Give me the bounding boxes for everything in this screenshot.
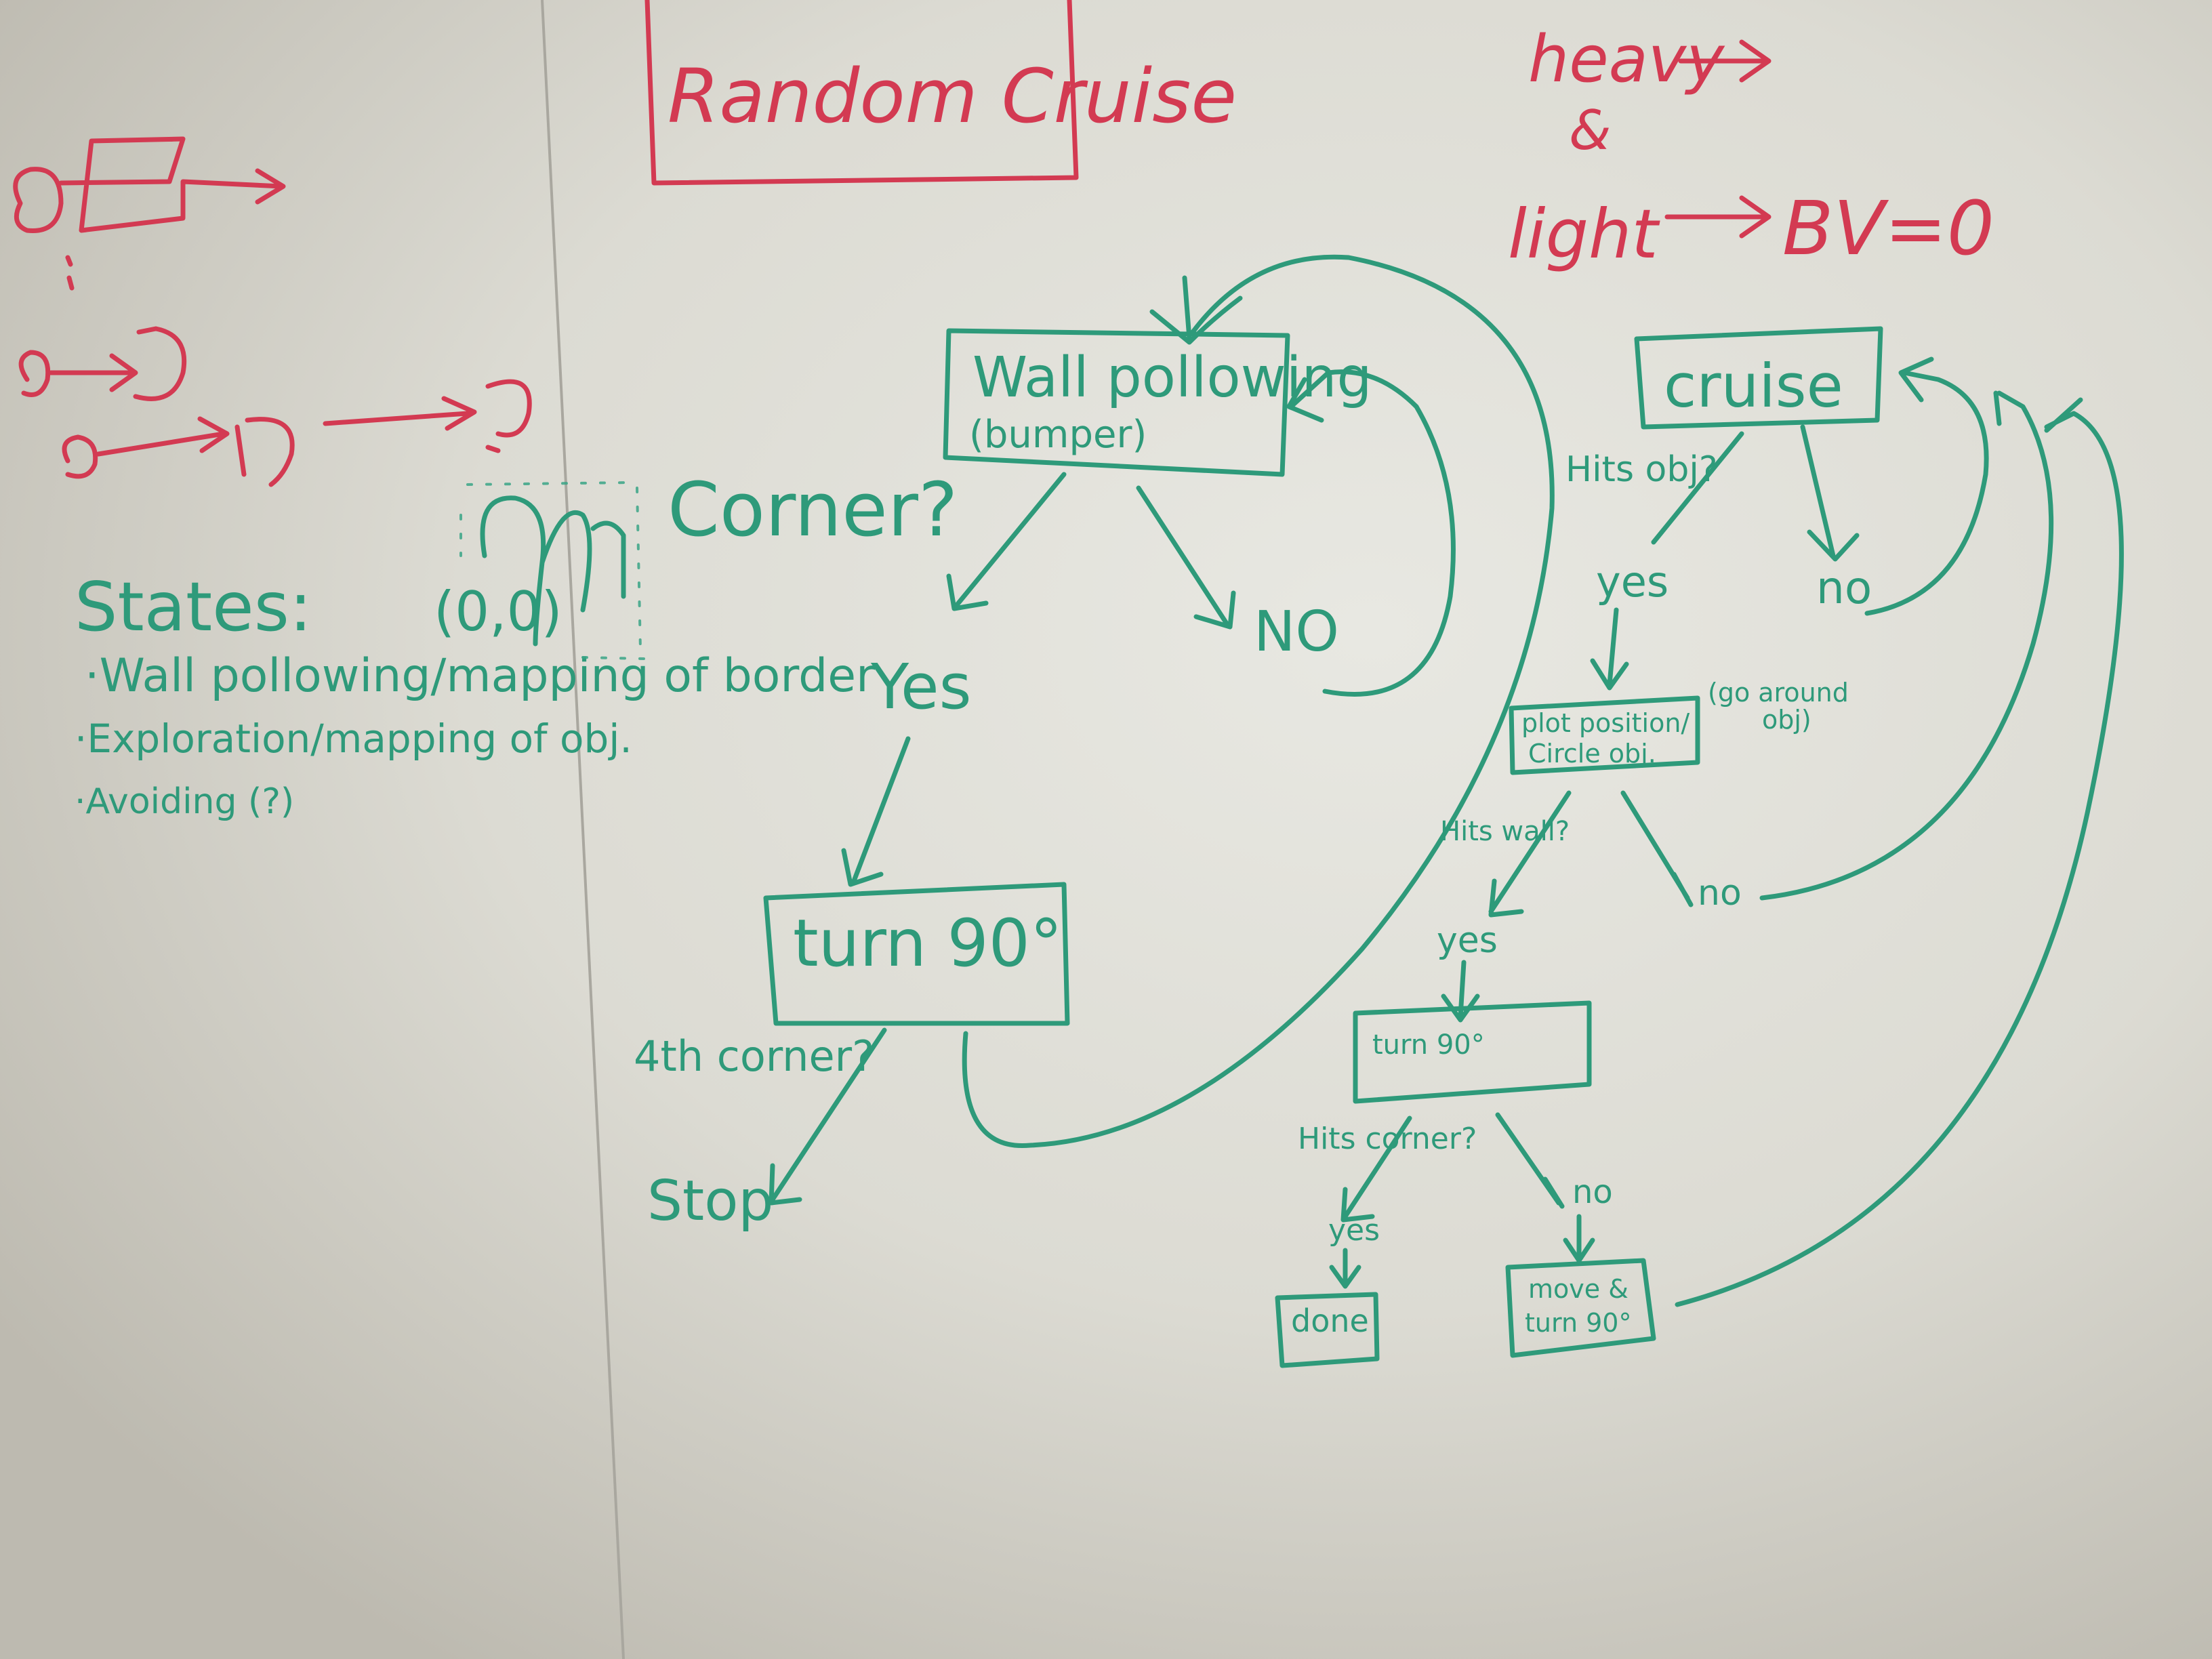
arrow-yes-to-plot bbox=[1590, 607, 1629, 691]
legend-result: BV=0 bbox=[1782, 185, 1994, 272]
arrow-cruise-to-yes bbox=[1651, 431, 1744, 545]
title-text: Random Cruise bbox=[668, 53, 1237, 140]
arrow-turn-to-yes bbox=[1340, 1115, 1412, 1223]
turn-label-small: turn 90° bbox=[1372, 1029, 1485, 1061]
no-loop-back bbox=[1286, 369, 1456, 697]
arrow-plot-to-no bbox=[1620, 790, 1694, 907]
arrow-to-yes bbox=[946, 472, 1067, 611]
arrow-to-no bbox=[1136, 485, 1236, 630]
yes-label: Yes bbox=[870, 651, 972, 723]
fourth-corner-label: 4th corner? bbox=[634, 1031, 874, 1081]
stop-label: Stop bbox=[647, 1169, 773, 1233]
go-around-line1: (go around bbox=[1708, 678, 1849, 708]
arrow-right-icon bbox=[1664, 195, 1771, 239]
go-around-line2: obj) bbox=[1762, 705, 1811, 735]
arrow-into-wall-following bbox=[1149, 275, 1243, 345]
no-loop-to-cruise bbox=[1864, 356, 1989, 616]
left-flow: Wall pollowing (bumper) Yes NO turn 90° … bbox=[634, 254, 1555, 1233]
arrow-no3-to-move bbox=[1563, 1214, 1595, 1263]
right-flow: cruise Hits obj? yes no plot position/ C… bbox=[1275, 326, 2124, 1368]
robot-sketch-2 bbox=[18, 326, 187, 401]
robot-sketch-dots bbox=[65, 255, 75, 291]
plot-position-box bbox=[1509, 695, 1700, 775]
move-line1: move & bbox=[1528, 1274, 1629, 1304]
states-item-3: ·Avoiding (?) bbox=[75, 781, 294, 822]
arrow-cruise-to-no bbox=[1800, 424, 1860, 562]
yes-label-2: yes bbox=[1437, 920, 1498, 961]
arrow-turn-to-no bbox=[1495, 1112, 1565, 1209]
legend-light: light bbox=[1508, 194, 1660, 274]
yes-label-3: yes bbox=[1328, 1213, 1380, 1248]
arrow-yes3-to-done bbox=[1329, 1248, 1361, 1289]
title-box: Random Cruise bbox=[644, 0, 1237, 186]
turn-loop-back bbox=[962, 254, 1555, 1149]
panel-seam bbox=[541, 0, 625, 1659]
plot-position-line1: plot position/ bbox=[1521, 708, 1689, 738]
robot-sketches bbox=[13, 136, 532, 487]
plot-position-line2: Circle obj. bbox=[1528, 739, 1656, 769]
states-item-2: ·Exploration/mapping of obj. bbox=[75, 716, 632, 762]
no-label-3: no bbox=[1572, 1173, 1613, 1211]
turn-box bbox=[763, 882, 1070, 1026]
cruise-box bbox=[1634, 326, 1883, 430]
move-turn-box bbox=[1505, 1258, 1656, 1358]
arrow-turn-to-stop bbox=[769, 1027, 887, 1206]
no-label-2: no bbox=[1698, 873, 1742, 914]
legend-top-right: heavy & light BV=0 bbox=[1508, 22, 1994, 274]
origin-sketch: (0,0) bbox=[434, 481, 645, 660]
robot-path-squiggle bbox=[480, 495, 626, 647]
states-list: States: ·Wall pollowing/mapping of borde… bbox=[75, 567, 875, 822]
done-box bbox=[1275, 1292, 1380, 1368]
yes-label-1: yes bbox=[1596, 557, 1668, 607]
turn-label: turn 90° bbox=[793, 905, 1063, 981]
origin-label: (0,0) bbox=[434, 580, 562, 643]
cruise-label: cruise bbox=[1664, 351, 1843, 421]
robot-sketch-1 bbox=[13, 136, 286, 233]
no-label: NO bbox=[1254, 600, 1339, 664]
turn-box-small bbox=[1353, 1000, 1592, 1104]
wall-following-label: Wall pollowing bbox=[972, 346, 1372, 410]
legend-and: & bbox=[1569, 99, 1611, 162]
states-heading: States: bbox=[75, 567, 312, 647]
bumper-label: (bumper) bbox=[969, 413, 1147, 457]
states-item-1: ·Wall pollowing/mapping of border bbox=[85, 649, 875, 703]
arrow-right-icon bbox=[1678, 39, 1771, 83]
no-label-1: no bbox=[1816, 562, 1872, 614]
no2-loop-to-cruise bbox=[1759, 390, 2054, 901]
arrow-plot-to-yes bbox=[1488, 790, 1572, 918]
dotted-border bbox=[459, 481, 645, 660]
corner-question: Corner? bbox=[668, 466, 958, 553]
wall-following-box bbox=[943, 328, 1290, 477]
move-loop-to-cruise bbox=[1675, 397, 2124, 1307]
move-line2: turn 90° bbox=[1525, 1308, 1631, 1338]
robot-sketch-3 bbox=[62, 379, 532, 487]
hits-obj-label: Hits obj? bbox=[1565, 449, 1717, 490]
arrow-yes-to-turn bbox=[841, 736, 911, 887]
done-label: done bbox=[1291, 1303, 1369, 1339]
